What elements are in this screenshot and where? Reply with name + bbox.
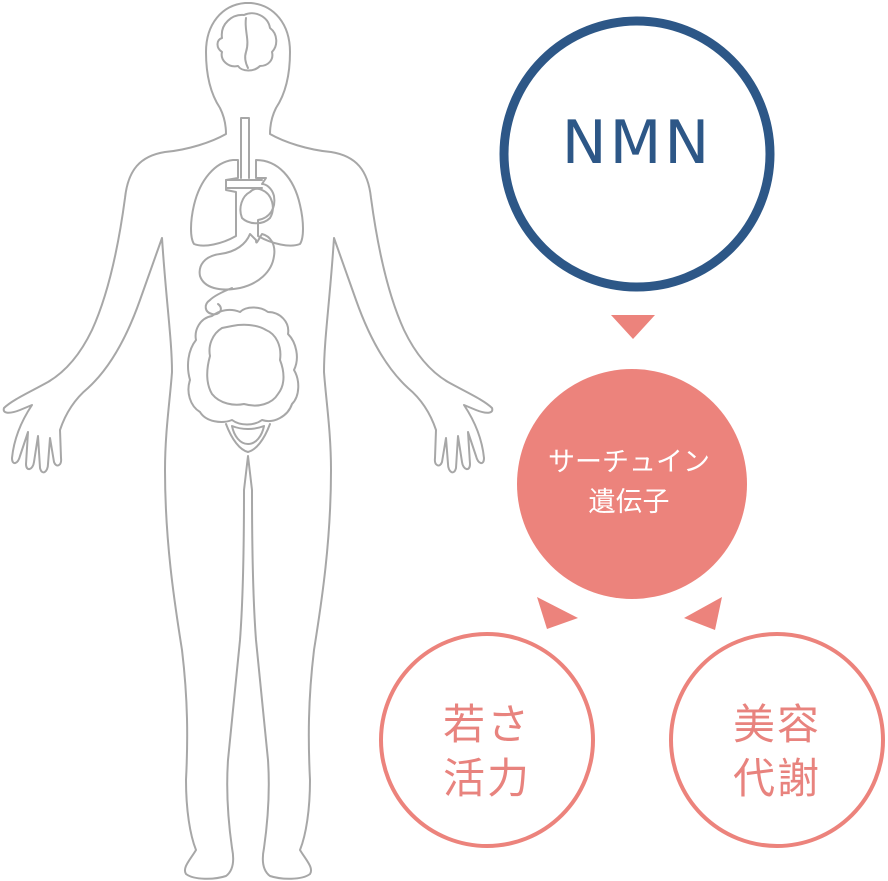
sirtuin-circle (517, 369, 747, 599)
nmn-label: NMN (561, 108, 713, 178)
body-outline (2, 2, 494, 880)
left-lung (190, 159, 239, 247)
beauty-metabolism-label: 美容 代謝 (732, 700, 821, 803)
trachea (225, 179, 263, 189)
youth-circle (379, 632, 595, 848)
intestine-inner (206, 323, 285, 407)
sirtuin-gene-label: サーチュイン 遺伝子 (548, 447, 710, 518)
nmn-circle (499, 16, 775, 292)
human-body-illustration (2, 2, 494, 880)
beauty-circle (669, 632, 885, 848)
right-lung (255, 159, 304, 247)
heart (239, 187, 274, 225)
esophagus (240, 117, 250, 179)
bladder (231, 425, 265, 445)
brain (216, 12, 278, 72)
pelvis (225, 423, 271, 453)
brain-fold (244, 17, 249, 69)
arrow-down-left-icon (537, 597, 578, 629)
large-intestine (187, 306, 300, 426)
arrow-down-icon (611, 315, 655, 339)
arrow-down-right-icon (684, 597, 722, 630)
stomach (198, 233, 276, 291)
youth-vitality-label: 若さ 活力 (442, 700, 531, 803)
